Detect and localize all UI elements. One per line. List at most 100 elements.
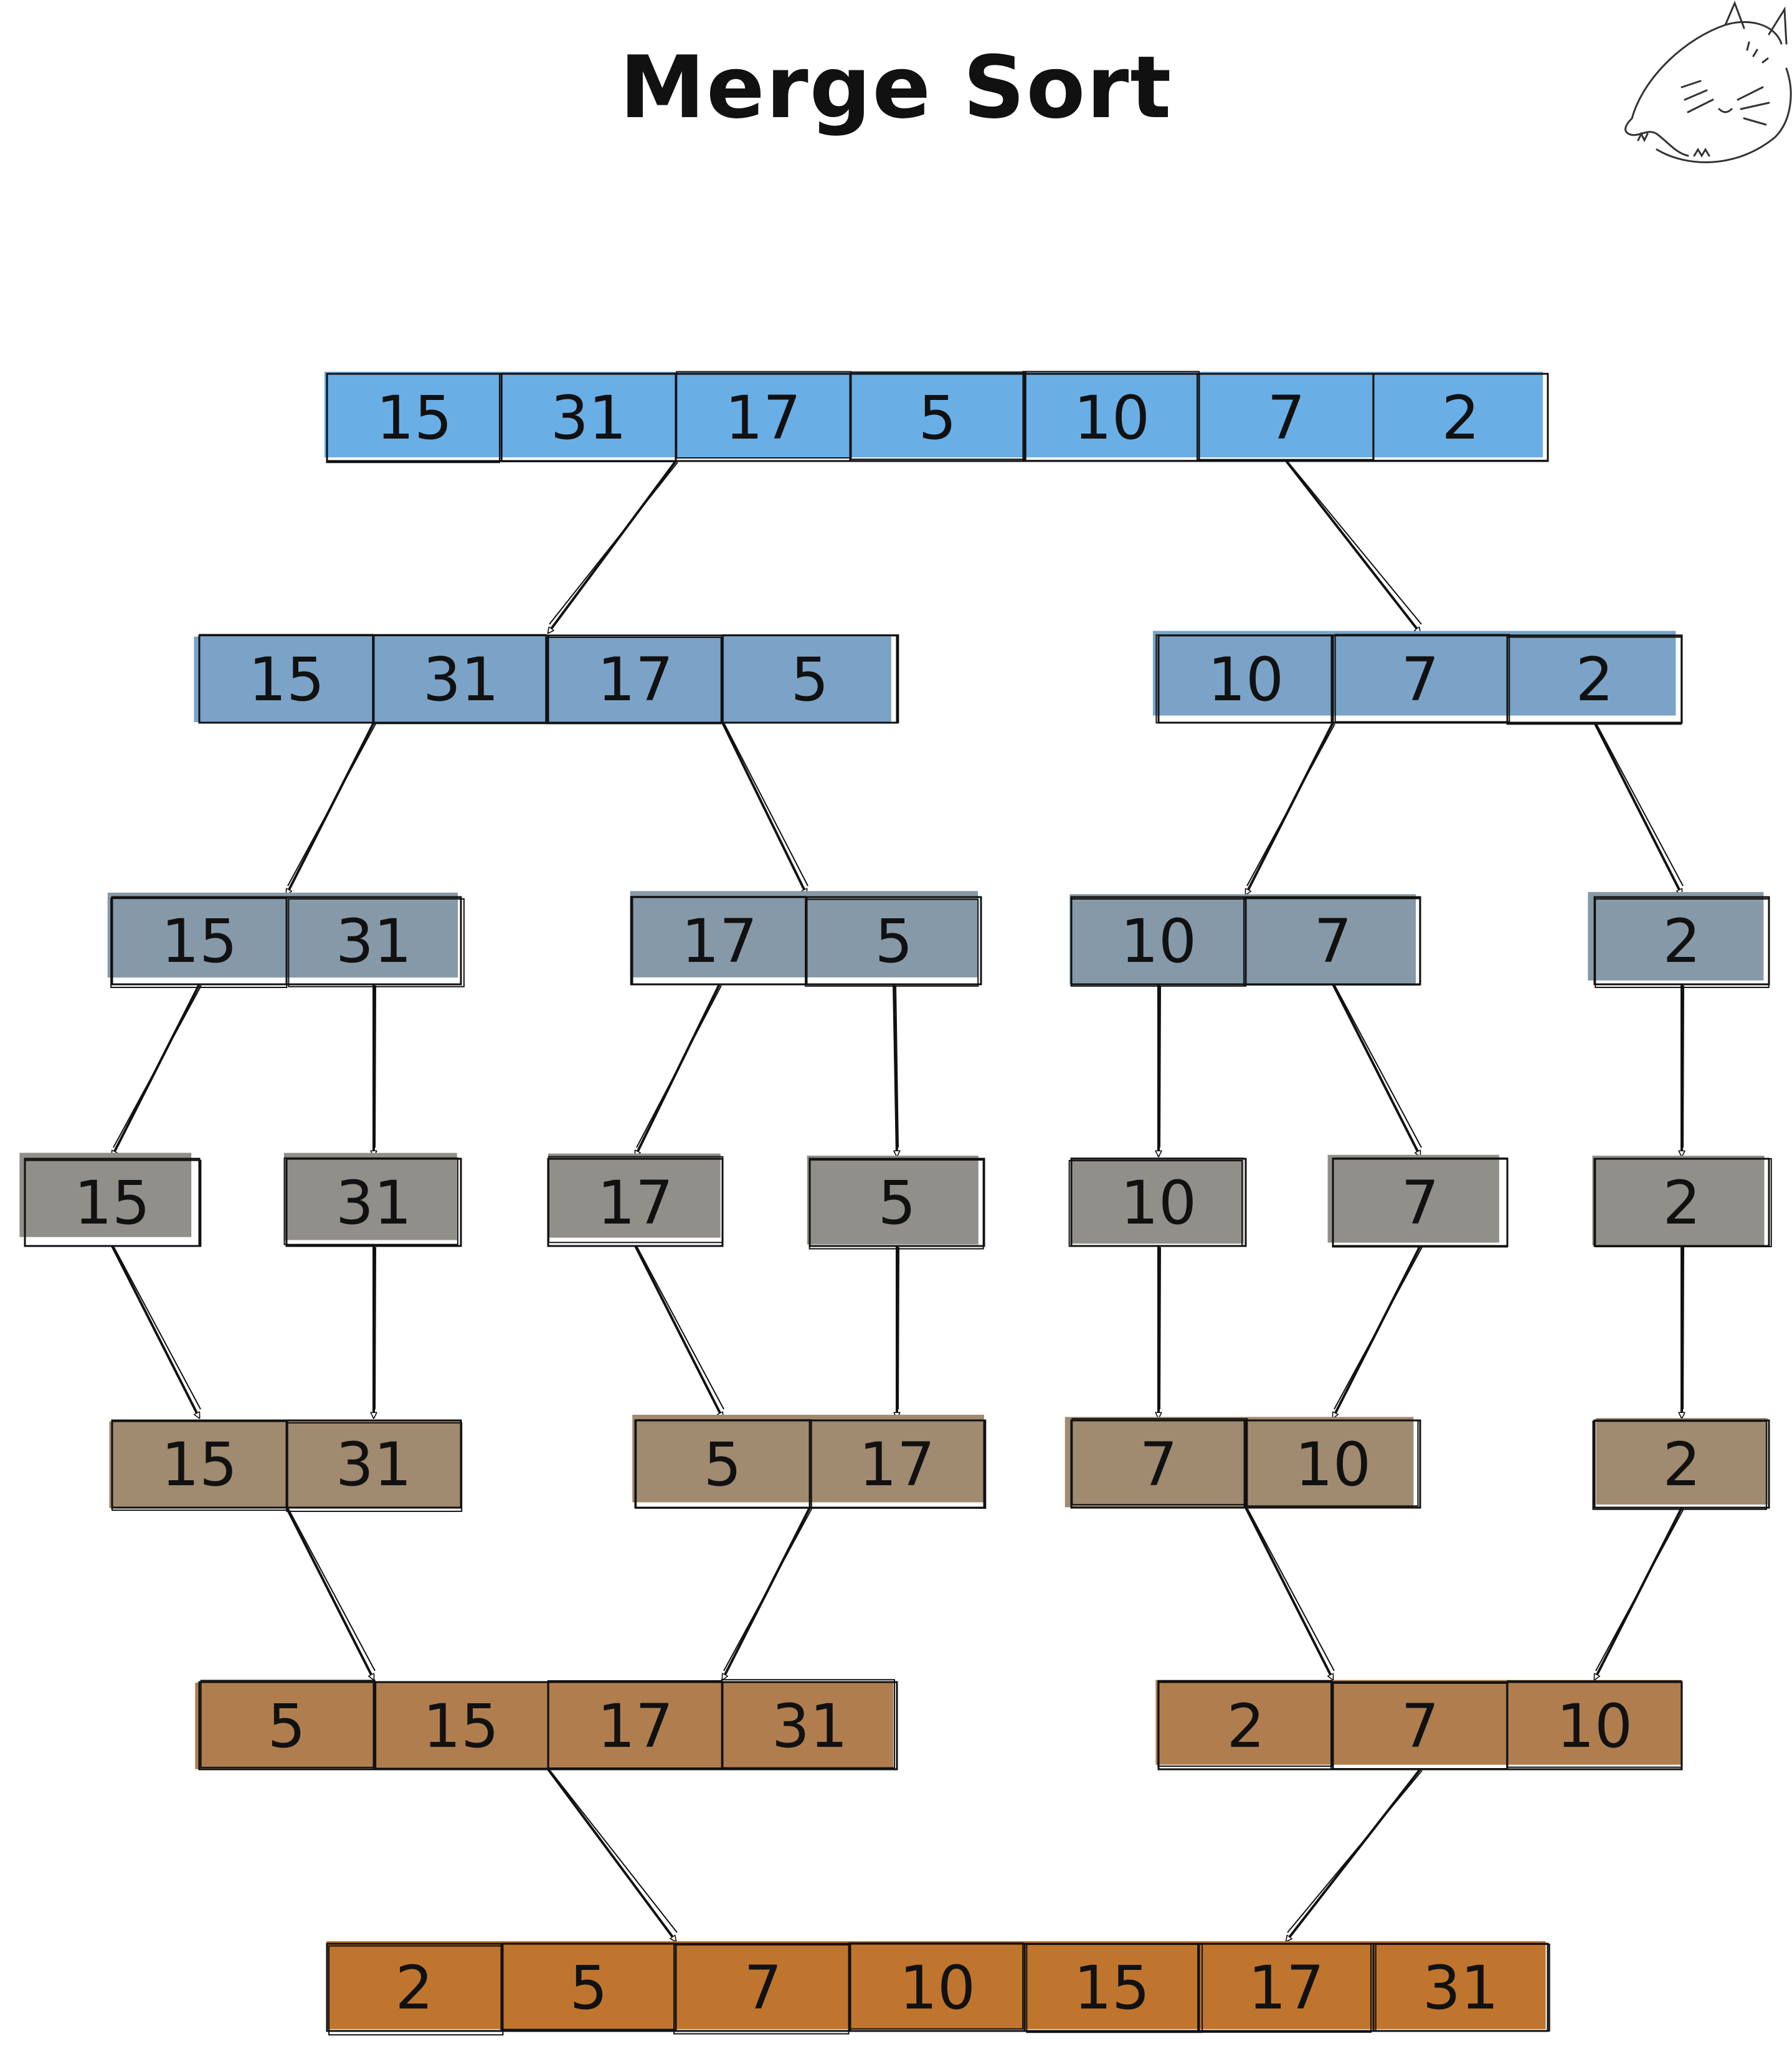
array-cell-value: 2 [1662, 906, 1700, 976]
split-merge-arrow-sketch [1334, 1247, 1422, 1409]
split-merge-arrow-sketch [1288, 462, 1421, 624]
split-merge-arrow-sketch [1248, 1509, 1334, 1671]
split-merge-arrow-sketch [1683, 1247, 1684, 1409]
array-row-4-group-2: 7 10 [1065, 1417, 1420, 1508]
array-cell-value: 2 [1441, 383, 1479, 453]
array-cell-value: 7 [1401, 1691, 1439, 1761]
split-merge-arrow [548, 461, 676, 633]
array-cell-value: 15 [1074, 1953, 1150, 2023]
split-merge-arrow-sketch [724, 1509, 812, 1671]
split-merge-arrow-sketch [375, 1247, 376, 1409]
split-merge-arrow-sketch [1683, 986, 1684, 1148]
array-cell-value: 10 [1295, 1430, 1371, 1500]
split-merge-arrow [112, 1246, 199, 1418]
split-merge-arrow [635, 1246, 723, 1418]
array-cell-value: 2 [1662, 1430, 1700, 1500]
array-row-3-group-2: 17 [548, 1154, 723, 1246]
array-cell-value: 17 [725, 383, 801, 453]
array-cell-value: 10 [1121, 1168, 1197, 1238]
split-merge-arrow-sketch [549, 462, 678, 624]
array-cell-value: 7 [1401, 1168, 1439, 1238]
array-cell-value: 7 [1314, 906, 1352, 976]
array-cell-value: 10 [1557, 1691, 1633, 1761]
array-cell-value: 10 [1208, 645, 1284, 715]
split-merge-arrow [1286, 1769, 1420, 1941]
array-row-6-group-0: 2 5 7 10 15 17 31 [326, 1941, 1549, 2035]
split-merge-arrow-sketch [1596, 724, 1683, 886]
split-merge-arrow [1333, 984, 1420, 1156]
array-cell-value: 5 [703, 1430, 741, 1500]
array-cell-value: 31 [551, 383, 627, 453]
split-merge-arrow-sketch [550, 1771, 677, 1933]
array-cell-value: 10 [1121, 906, 1197, 976]
array-cell-value: 5 [267, 1691, 305, 1761]
array-row-3-group-4: 10 [1069, 1158, 1246, 1247]
array-row-2-group-3: 2 [1588, 892, 1769, 987]
split-merge-arrow-sketch [1247, 724, 1335, 886]
array-row-4-group-3: 2 [1593, 1418, 1769, 1510]
array-row-3-group-5: 7 [1328, 1155, 1507, 1247]
array-row-3-group-3: 5 [807, 1156, 984, 1249]
array-cell-value: 17 [597, 645, 673, 715]
array-row-3-group-0: 15 [19, 1153, 201, 1246]
array-row-2-group-0: 1531 [108, 893, 464, 987]
array-cell-value: 5 [569, 1953, 607, 2023]
split-merge-arrow-sketch [288, 724, 376, 886]
array-cell-value: 15 [249, 645, 325, 715]
split-merge-arrow-sketch [288, 1509, 375, 1671]
split-merge-arrow [1246, 1508, 1333, 1680]
array-cell-value: 17 [1248, 1953, 1324, 2023]
array-cell-value: 2 [1575, 645, 1613, 715]
array-cell-value: 17 [597, 1168, 673, 1238]
array-cell-value: 15 [376, 383, 452, 453]
split-merge-arrow-sketch [113, 986, 201, 1148]
array-cell-value: 10 [899, 1953, 975, 2023]
split-merge-arrow-sketch [1287, 1771, 1422, 1933]
array-cell-value: 5 [878, 1168, 916, 1238]
array-cell-value: 17 [681, 906, 757, 976]
split-merge-arrow-sketch [724, 724, 808, 886]
split-merge-arrow [1595, 723, 1682, 895]
split-merge-arrow-sketch [637, 986, 721, 1148]
array-row-5-group-0: 5 15 17 31 [195, 1680, 897, 1769]
array-cell-value: 17 [859, 1430, 935, 1500]
array-cell-value: 2 [1662, 1168, 1700, 1238]
array-cell-value: 7 [1401, 645, 1439, 715]
sleeping-cat-icon [1626, 3, 1791, 162]
array-cell-value: 7 [1139, 1430, 1177, 1500]
split-merge-arrow-sketch [1596, 1509, 1684, 1671]
split-merge-arrow-sketch [1335, 986, 1421, 1148]
array-cell-value: 31 [1423, 1953, 1499, 2023]
array-cell-value: 7 [744, 1953, 782, 2023]
split-merge-arrow-sketch [637, 1247, 724, 1409]
array-cell-value: 31 [336, 1168, 412, 1238]
array-cell-value: 31 [772, 1691, 848, 1761]
array-row-4-group-1: 5 17 [632, 1415, 985, 1508]
split-merge-arrow [287, 1508, 374, 1680]
split-merge-arrow [1286, 461, 1420, 633]
array-row-1-group-0: 15 31 17 5 [194, 635, 898, 724]
array-row-1-group-1: 10 7 2 [1153, 631, 1682, 725]
split-merge-arrow [723, 723, 807, 895]
array-cell-value: 31 [336, 1430, 412, 1500]
array-cell-value: 15 [161, 1430, 237, 1500]
array-cell-value: 15 [161, 906, 237, 976]
arrays-layer: 1531175107215311751072153117510721531175… [19, 371, 1771, 2035]
array-cell-value: 10 [1074, 383, 1150, 453]
split-merge-arrow-sketch [898, 1247, 899, 1409]
array-cell-value: 15 [423, 1691, 499, 1761]
split-merge-arrow-sketch [114, 1247, 201, 1409]
array-cell-value: 31 [423, 645, 499, 715]
split-merge-arrow [548, 1769, 676, 1941]
array-cell-value: 2 [395, 1953, 433, 2023]
array-cell-value: 7 [1267, 383, 1305, 453]
array-cell-value: 17 [597, 1691, 673, 1761]
array-row-2-group-2: 10 7 [1069, 894, 1420, 986]
array-cell-value: 5 [790, 645, 828, 715]
array-cell-value: 31 [336, 906, 412, 976]
